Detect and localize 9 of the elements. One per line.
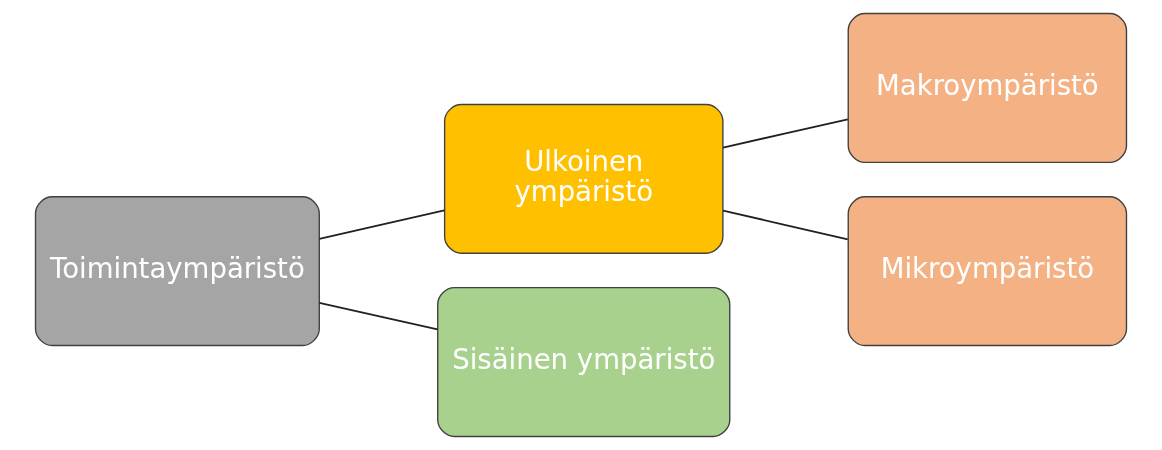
- connector: [318, 209, 446, 240]
- node-box: Mikroympäristö: [847, 196, 1128, 347]
- node-box: Makroympäristö: [847, 12, 1128, 163]
- node-box: Sisäinen ympäristö: [437, 287, 731, 438]
- connector: [722, 209, 849, 241]
- node-box: Ulkoinen ympäristö: [443, 103, 724, 254]
- connector: [318, 301, 439, 331]
- connector: [722, 118, 849, 149]
- node-box: Toimintaympäristö: [34, 196, 320, 347]
